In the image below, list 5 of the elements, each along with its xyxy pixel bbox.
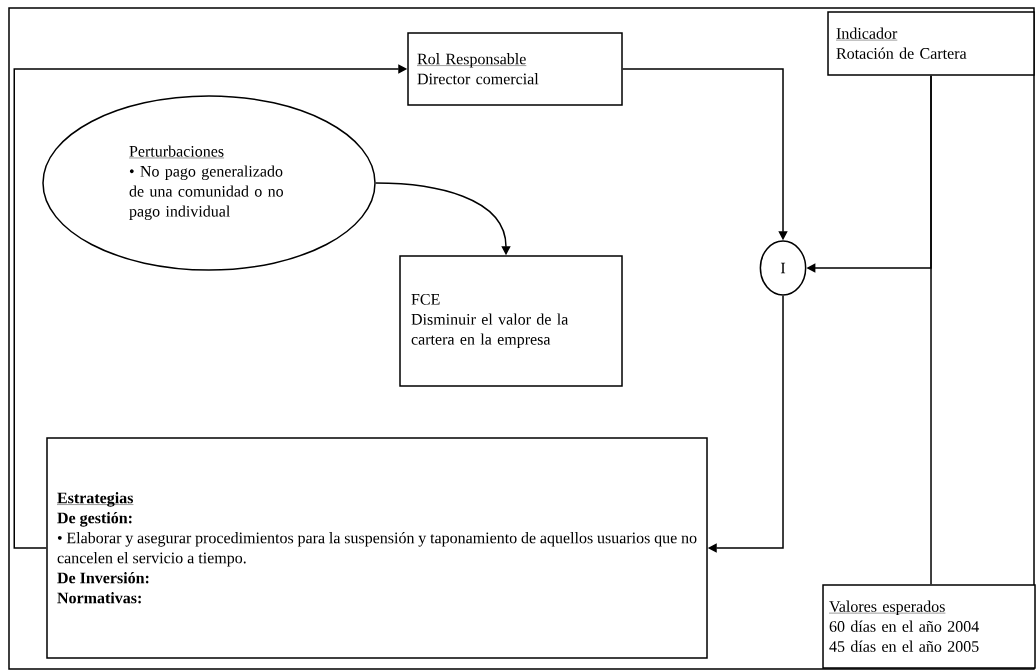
expected-values-box: Valores esperados 60 días en el año 2004 45 días en el año 2005 bbox=[822, 584, 1036, 669]
role-box: Rol Responsable Director comercial bbox=[407, 32, 623, 106]
indicator-box: Indicador Rotación de Cartera bbox=[827, 11, 1035, 76]
factor-box: FCE Disminuir el valor de la cartera en la empresa bbox=[399, 255, 623, 387]
strategy-box: Estrategias De gestión: • Elaborar y asegurar procedimientos para la suspensión y taponamiento de aquellos usuarios que no cancelen el servicio a tiempo. De Inversión: Normativas: bbox=[46, 437, 708, 659]
